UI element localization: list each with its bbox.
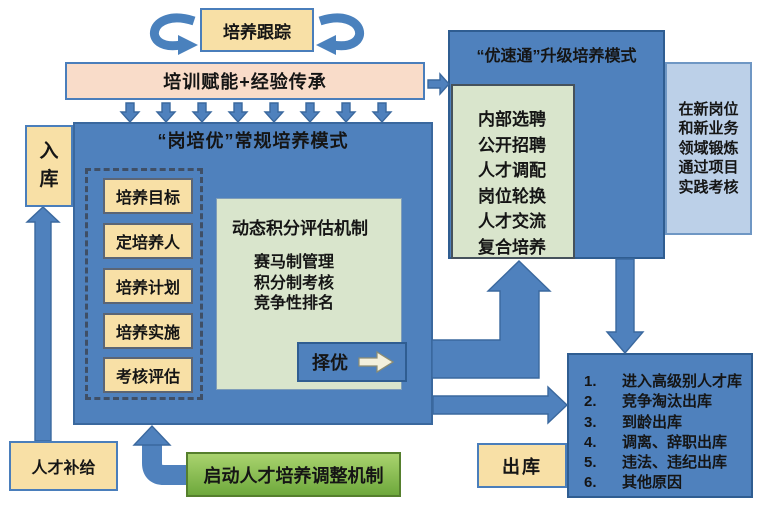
regular-training-title: “岗培优”常规培养模式 — [157, 131, 349, 151]
cycle-arrow-right-icon — [318, 13, 365, 51]
exit-reason-number: 6. — [584, 474, 597, 492]
step-training-implement: 培养实施 — [103, 313, 193, 349]
exit-reason-row: 5. 违法、违纪出库 — [581, 453, 751, 473]
exit-reason-text: 违法、违纪出库 — [622, 454, 728, 472]
exit-reason-text: 到龄出库 — [622, 413, 683, 431]
exit-pool-label: 出库 — [502, 456, 542, 477]
practice-line: 和新业务 — [678, 120, 739, 138]
upgrade-methods-lines: 内部选聘 公开招聘 人才调配 岗位轮换 人才交流 复合培养 — [453, 86, 573, 260]
enter-pool-label: 入库 — [39, 141, 59, 190]
long-up-arrow-icon — [25, 206, 61, 442]
dynamic-scoring-lines: 赛马制管理 积分制考核 竞争性排名 — [217, 253, 401, 315]
step-training-plan: 培养计划 — [103, 268, 193, 304]
dynamic-scoring-title: 动态积分评估机制 — [232, 219, 368, 238]
down-arrow-icon — [335, 102, 357, 124]
empower-box: 培训赋能+经验传承 — [65, 62, 425, 100]
step-label: 考核评估 — [115, 369, 180, 386]
exit-reason-row: 2. 竞争淘汰出库 — [581, 392, 751, 412]
exit-reason-text: 进入高级别人才库 — [622, 373, 743, 390]
talent-supply-label: 人才补给 — [31, 460, 96, 477]
exit-reason-text: 竞争淘汰出库 — [622, 393, 713, 411]
practice-lines: 在新岗位 和新业务 领域锻炼 通过项目 实践考核 — [678, 100, 738, 198]
step-label: 定培养人 — [115, 235, 180, 252]
step-label: 培养计划 — [115, 280, 180, 297]
step-select-trainee: 定培养人 — [103, 223, 193, 259]
down-arrow-icon — [155, 102, 177, 124]
practice-note-box: 在新岗位 和新业务 领域锻炼 通过项目 实践考核 — [665, 62, 752, 235]
elbow-up-arrow-icon — [431, 260, 552, 379]
practice-line: 领域锻炼 — [678, 139, 739, 157]
step-training-goal: 培养目标 — [103, 178, 193, 214]
step-assessment: 考核评估 — [103, 357, 193, 393]
exit-reason-number: 5. — [584, 454, 597, 472]
scoring-line: 赛马制管理 — [254, 254, 335, 271]
cream-right-arrow-icon — [358, 351, 394, 373]
down-arrow-icon — [227, 102, 249, 124]
practice-line: 实践考核 — [678, 178, 739, 196]
select-best-label: 择优 — [312, 353, 348, 373]
exit-pool-box: 出库 — [477, 443, 567, 488]
exit-reason-text: 其他原因 — [622, 474, 683, 492]
exit-reason-row: 1. 进入高级别人才库 — [581, 372, 751, 392]
right-arrow-icon — [432, 385, 569, 425]
cycle-arrow-left-head-icon — [178, 35, 198, 55]
step-label: 培养实施 — [115, 325, 180, 342]
adjust-elbow-arrow-icon — [142, 443, 187, 485]
empower-label: 培训赋能+经验传承 — [163, 72, 327, 92]
training-tracking-box: 培养跟踪 — [200, 8, 314, 52]
down-arrow-icon — [299, 102, 321, 124]
down-arrow-icon — [263, 102, 285, 124]
method-line: 岗位轮换 — [478, 186, 546, 206]
adjust-elbow-arrowhead-icon — [132, 424, 172, 446]
enter-pool-box: 入库 — [25, 125, 73, 207]
method-line: 复合培养 — [478, 237, 546, 257]
exit-reason-number: 2. — [584, 393, 597, 411]
adjust-mechanism-box: 启动人才培养调整机制 — [186, 452, 401, 497]
exit-reason-row: 4. 调离、辞职出库 — [581, 433, 751, 453]
scoring-line: 积分制考核 — [254, 274, 335, 292]
training-steps-dashed-frame — [85, 168, 203, 400]
down-arrow-icon — [191, 102, 213, 124]
talent-supply-box: 人才补给 — [9, 441, 118, 491]
method-line: 人才交流 — [478, 212, 546, 231]
practice-line: 在新岗位 — [678, 100, 739, 118]
exit-reason-text: 调离、辞职出库 — [622, 433, 728, 451]
down-arrow-icon — [605, 258, 645, 355]
step-label: 培养目标 — [115, 190, 180, 207]
exit-reason-row: 3. 到龄出库 — [581, 413, 751, 433]
down-arrow-icon — [371, 102, 393, 124]
adjust-mechanism-label: 启动人才培养调整机制 — [203, 465, 384, 486]
exit-reason-number: 1. — [584, 373, 597, 390]
scoring-line: 竞争性排名 — [254, 295, 335, 312]
upgrade-methods-box: 内部选聘 公开招聘 人才调配 岗位轮换 人才交流 复合培养 — [451, 84, 575, 259]
training-tracking-label: 培养跟踪 — [223, 22, 291, 42]
exit-reason-row: 6. 其他原因 — [581, 473, 751, 493]
cycle-arrow-right-head-icon — [316, 35, 336, 55]
method-line: 公开招聘 — [478, 135, 546, 155]
method-line: 人才调配 — [478, 161, 546, 180]
practice-line: 通过项目 — [678, 159, 739, 177]
right-arrow-icon — [427, 72, 450, 96]
exit-reason-number: 4. — [584, 433, 597, 451]
method-line: 内部选聘 — [478, 110, 546, 129]
upgrade-training-title: “优速通”升级培养模式 — [476, 48, 637, 65]
cycle-arrow-left-icon — [149, 13, 196, 51]
down-arrow-icon — [119, 102, 141, 124]
exit-reasons-box: 1. 进入高级别人才库 2. 竞争淘汰出库 3. 到龄出库 4. 调离、辞职出库 5. 违… — [567, 353, 753, 498]
exit-reason-number: 3. — [584, 413, 597, 431]
select-best-box: 择优 — [297, 342, 407, 382]
